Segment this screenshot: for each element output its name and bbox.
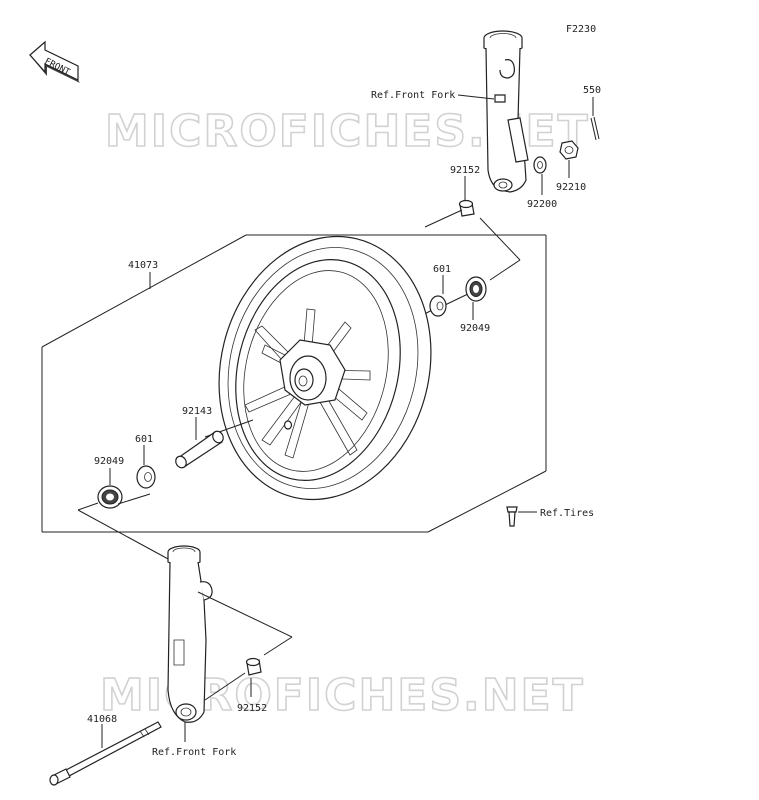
callout-92143: 92143 xyxy=(182,406,212,417)
ref-tires: Ref.Tires xyxy=(540,508,594,519)
seal-92049-right xyxy=(465,276,487,302)
callout-601-left: 601 xyxy=(135,434,153,445)
callout-92049-right: 92049 xyxy=(460,323,490,334)
callout-41068: 41068 xyxy=(87,714,117,725)
callout-92200: 92200 xyxy=(527,199,557,210)
callout-92152-top: 92152 xyxy=(450,165,480,176)
ref-front-fork-bottom: Ref.Front Fork xyxy=(152,747,236,758)
callout-92210: 92210 xyxy=(556,182,586,193)
tire-valve xyxy=(506,506,518,527)
collar-92152-top xyxy=(458,199,475,217)
cotter-pin-550 xyxy=(590,116,600,141)
callout-41073: 41073 xyxy=(128,260,158,271)
callout-92152-bottom: 92152 xyxy=(237,703,267,714)
front-fork-right xyxy=(483,30,529,193)
collar-92152-bottom xyxy=(245,657,262,676)
ref-front-fork-top: Ref.Front Fork xyxy=(371,90,455,101)
washer-92200 xyxy=(533,156,547,174)
front-arrow-icon: FRONT xyxy=(29,40,80,83)
spacer-601-left xyxy=(136,465,156,489)
wheel-41073 xyxy=(218,235,432,501)
nut-92210 xyxy=(559,140,579,160)
axle-41068 xyxy=(49,721,162,786)
seal-92049-left xyxy=(97,485,123,509)
spacer-601-right xyxy=(429,295,447,317)
callout-601-right: 601 xyxy=(433,264,451,275)
front-fork-left xyxy=(167,545,213,723)
callout-92049-left: 92049 xyxy=(94,456,124,467)
callout-550: 550 xyxy=(583,85,601,96)
collar-92143 xyxy=(175,430,224,469)
figure-code: F2230 xyxy=(566,24,596,35)
